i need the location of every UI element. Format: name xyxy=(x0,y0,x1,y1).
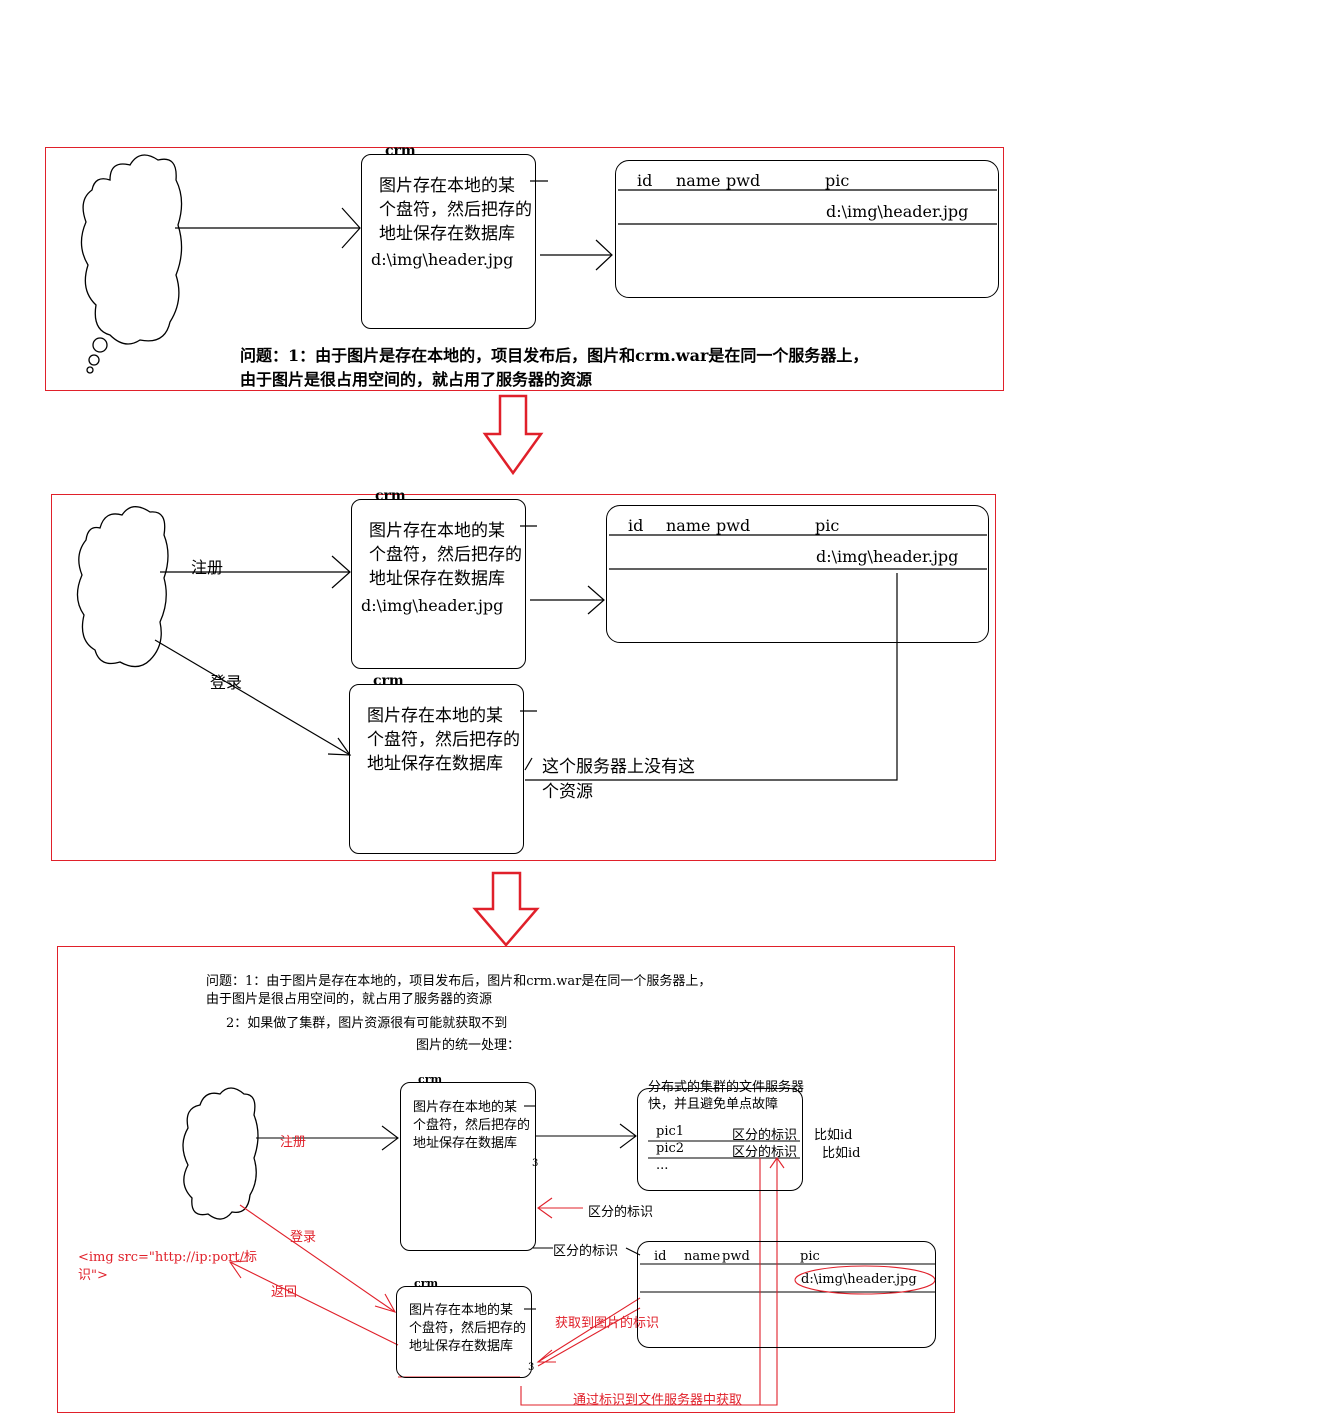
img-tag-2: 识"> xyxy=(78,1268,108,1283)
no-resource-1: 这个服务器上没有这 xyxy=(542,757,695,777)
fs-distinct-id-2: 区分的标识 xyxy=(732,1145,798,1160)
crm-box-3b xyxy=(396,1286,532,1378)
down-arrow-1 xyxy=(482,394,544,476)
crm-box-2b xyxy=(349,684,524,854)
db-table-2 xyxy=(606,505,989,643)
cell-pic: d:\img\header.jpg xyxy=(816,547,959,566)
col-pwd: pwd xyxy=(716,516,751,535)
crm-label: crm xyxy=(373,673,404,689)
crm-text-1: 图片存在本地的某 xyxy=(379,176,515,196)
db-table-3 xyxy=(637,1241,936,1348)
small-mark-a: 3 xyxy=(532,1158,539,1169)
crm-text-3: 地址保存在数据库 xyxy=(409,1339,514,1354)
eg-id-2: 比如id xyxy=(822,1146,861,1161)
crm-path: d:\img\header.jpg xyxy=(361,596,504,615)
img-tag-1: <img src="http://ip:port/标 xyxy=(78,1250,257,1265)
crm-text-2: 个盘符，然后把存的 xyxy=(369,545,522,565)
crm-label: crm xyxy=(414,1277,439,1290)
col-id: id xyxy=(628,516,644,535)
problem-line-2: 由于图片是很占用空间的，就占用了服务器的资源 xyxy=(240,370,593,389)
fs-title-1: 分布式的集群的文件服务器 xyxy=(648,1080,805,1095)
crm-text-1: 图片存在本地的某 xyxy=(369,521,505,541)
file-server-box xyxy=(637,1088,803,1191)
db-table-1 xyxy=(615,160,999,298)
crm-text-2: 个盘符，然后把存的 xyxy=(379,200,532,220)
s1-table-lines xyxy=(618,189,997,225)
crm-label: crm xyxy=(375,488,406,504)
col-name: name xyxy=(684,1249,721,1264)
crm-box-3a xyxy=(400,1082,536,1251)
fs-ellipsis: ... xyxy=(656,1158,669,1173)
col-id: id xyxy=(654,1249,667,1264)
crm-text-1: 图片存在本地的某 xyxy=(367,706,503,726)
arrow-distinct-id-1: 区分的标识 xyxy=(588,1205,654,1220)
crm-text-3: 地址保存在数据库 xyxy=(369,569,505,589)
s3-problem-line-1: 问题：1：由于图片是存在本地的，项目发布后，图片和crm.war是在同一个服务器… xyxy=(206,974,712,989)
cell-pic: d:\img\header.jpg xyxy=(801,1272,917,1287)
cloud-2 xyxy=(76,506,169,668)
crm-box-2a xyxy=(351,499,526,669)
fs-distinct-id-1: 区分的标识 xyxy=(732,1128,798,1143)
fs-pic2: pic2 xyxy=(656,1141,685,1156)
s3-return-label: 返回 xyxy=(271,1285,298,1300)
s3-red-arrows xyxy=(228,1157,936,1406)
eg-id-1: 比如id xyxy=(814,1128,853,1143)
section-2-frame xyxy=(51,494,996,861)
crm-label: crm xyxy=(418,1073,443,1086)
fs-title-2: 快，并且避免单点故障 xyxy=(648,1097,779,1112)
down-arrow-2 xyxy=(472,871,540,947)
crm-text-3: 地址保存在数据库 xyxy=(413,1136,518,1151)
problem-line-1: 问题：1：由于图片是存在本地的，项目发布后，图片和crm.war是在同一个服务器… xyxy=(240,346,869,365)
col-pic: pic xyxy=(825,171,850,190)
crm-text-1: 图片存在本地的某 xyxy=(409,1303,514,1318)
cloud-1 xyxy=(80,154,183,374)
get-id-label: 获取到图片的标识 xyxy=(555,1316,660,1331)
cell-pic: d:\img\header.jpg xyxy=(826,202,969,221)
s2-table-lines xyxy=(609,534,987,570)
crm-text-1: 图片存在本地的某 xyxy=(413,1100,518,1115)
crm-text-2: 个盘符，然后把存的 xyxy=(367,730,520,750)
col-pic: pic xyxy=(800,1249,820,1264)
crm-path: d:\img\header.jpg xyxy=(371,250,514,269)
col-pic: pic xyxy=(815,516,840,535)
crm-text-2: 个盘符，然后把存的 xyxy=(409,1321,527,1336)
small-mark-b: 3 xyxy=(528,1362,535,1373)
s3-black-arrows xyxy=(256,1105,936,1310)
cloud-3 xyxy=(182,1087,259,1220)
unified-title: 图片的统一处理： xyxy=(416,1038,521,1053)
s3-register-label: 注册 xyxy=(280,1135,307,1150)
col-name: name xyxy=(676,171,721,190)
col-id: id xyxy=(637,171,653,190)
crm-text-3: 地址保存在数据库 xyxy=(379,224,515,244)
arrow-distinct-id-2: 区分的标识 xyxy=(553,1244,619,1259)
s3-problem-line-2: 由于图片是很占用空间的，就占用了服务器的资源 xyxy=(206,992,493,1007)
fetch-via-id-label: 通过标识到文件服务器中获取 xyxy=(573,1393,743,1408)
crm-label: crm xyxy=(385,143,416,159)
crm-box-1 xyxy=(361,154,536,329)
login-label: 登录 xyxy=(210,673,243,692)
fs-pic1: pic1 xyxy=(656,1124,685,1139)
section-3-frame xyxy=(57,946,955,1413)
col-name: name xyxy=(666,516,711,535)
s1-arrows xyxy=(175,180,613,271)
no-resource-2: 个资源 xyxy=(542,782,593,802)
s3-login-label: 登录 xyxy=(290,1230,317,1245)
section-1-frame xyxy=(45,147,1004,391)
s3-problem-line-3: 2：如果做了集群，图片资源很有可能就获取不到 xyxy=(226,1016,508,1031)
col-pwd: pwd xyxy=(726,171,761,190)
crm-text-2: 个盘符，然后把存的 xyxy=(413,1118,531,1133)
col-pwd: pwd xyxy=(722,1249,750,1264)
crm-text-3: 地址保存在数据库 xyxy=(367,754,503,774)
s2-arrows xyxy=(154,525,898,781)
register-label: 注册 xyxy=(191,558,224,577)
